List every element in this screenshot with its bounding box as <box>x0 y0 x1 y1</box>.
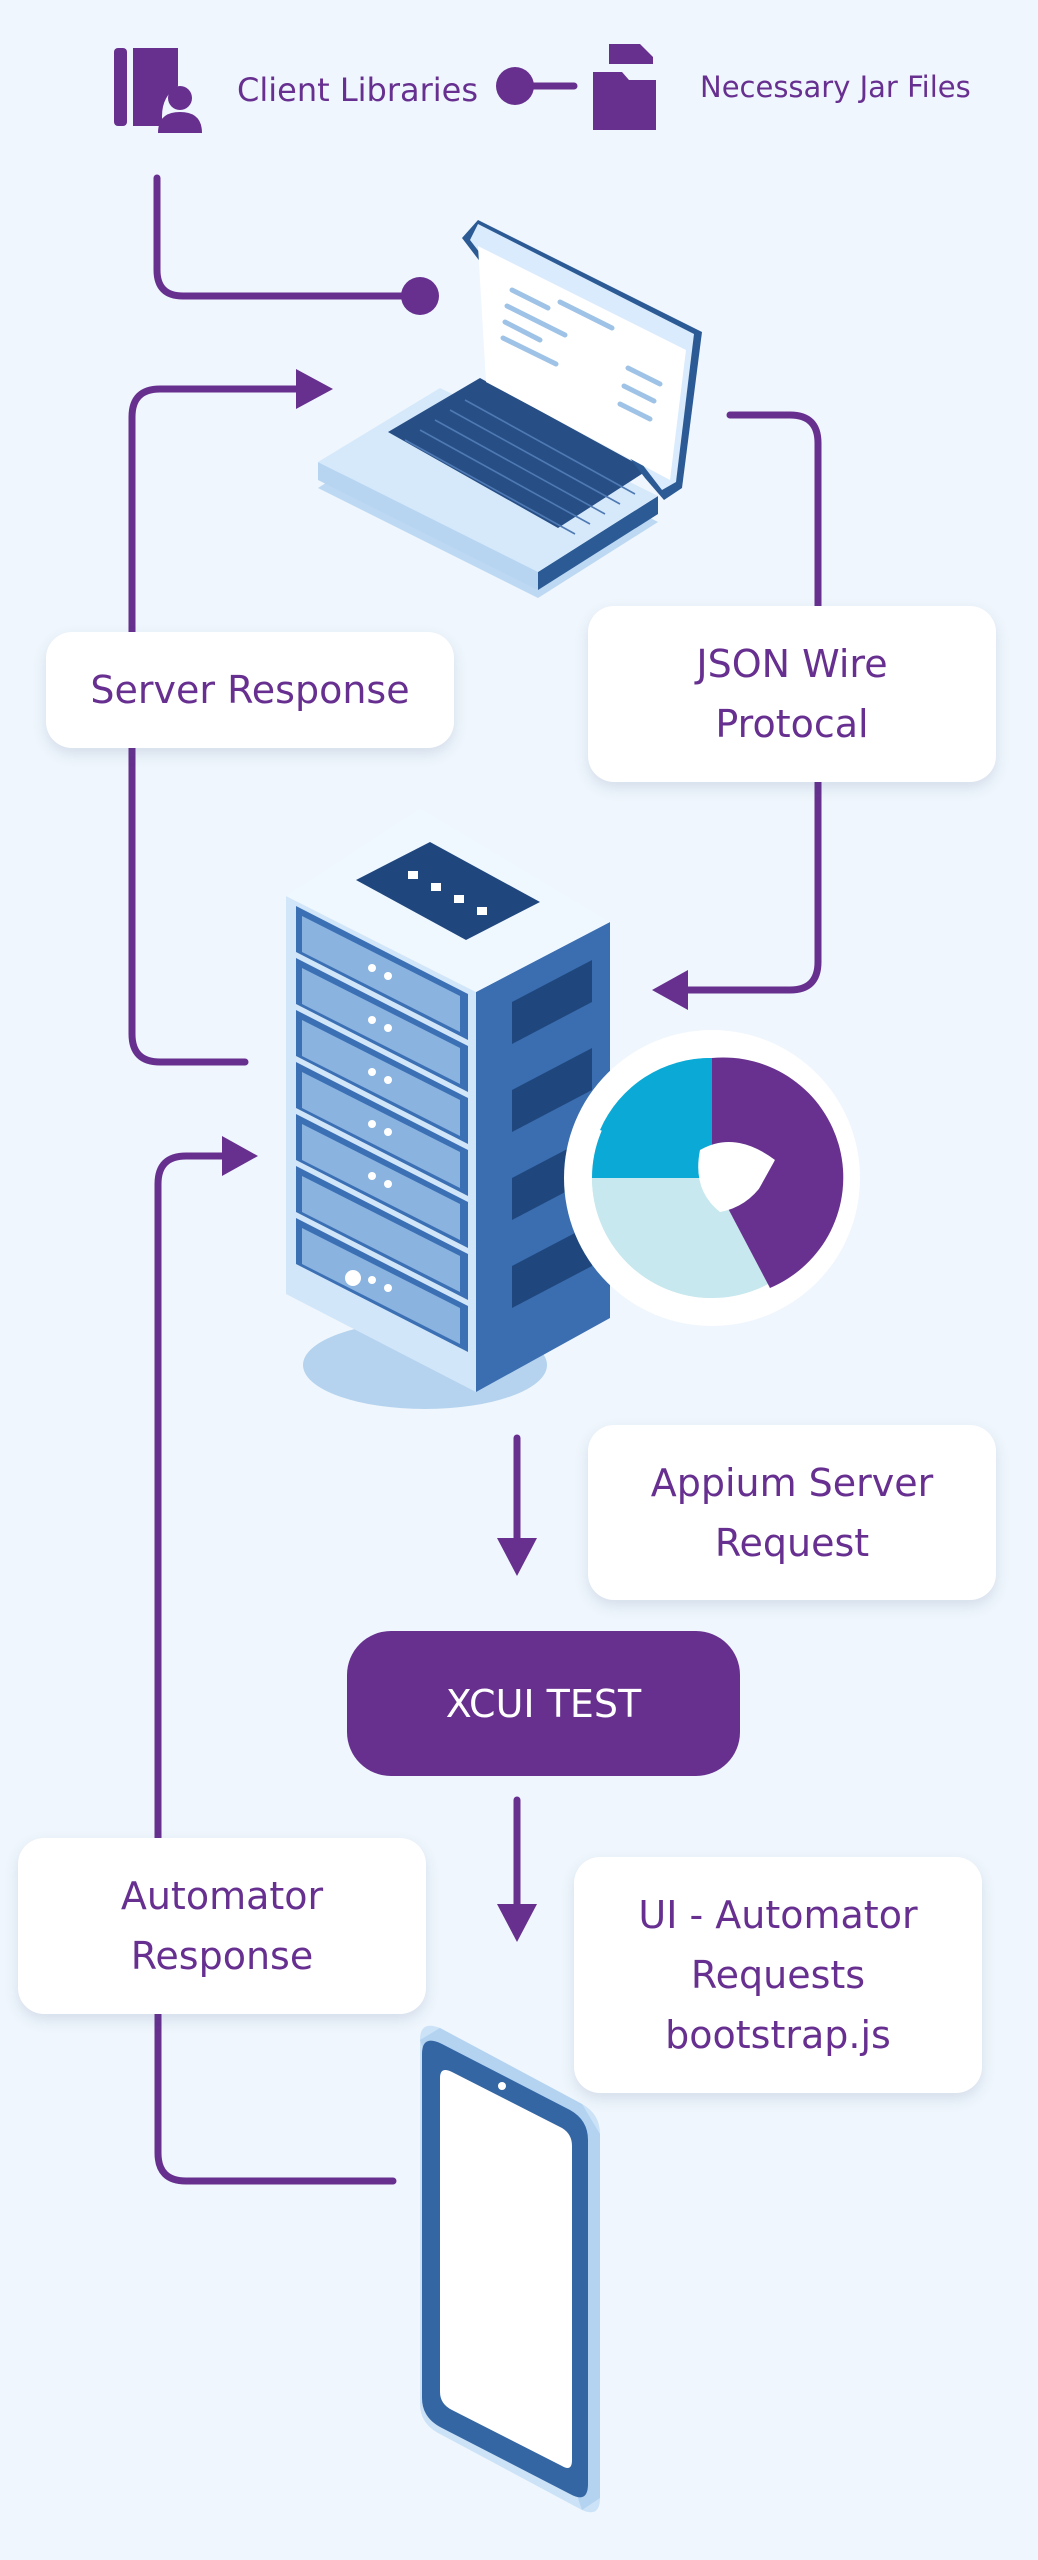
client-libraries-label: Client Libraries <box>237 71 479 109</box>
ui-automator-box: UI - Automator Requests bootstrap.js <box>574 1857 982 2093</box>
connector-dot-laptop <box>401 277 439 315</box>
arrowhead-to-xcui <box>497 1538 537 1576</box>
server-response-label: Server Response <box>90 668 410 712</box>
client-libraries-icon <box>114 48 202 133</box>
arrowhead-to-server-right <box>652 970 688 1010</box>
jar-files-label: Necessary Jar Files <box>700 70 971 104</box>
connector-dot-client <box>496 67 534 105</box>
connector-automator-response <box>154 1152 397 2185</box>
appium-logo-icon <box>564 1030 860 1326</box>
ui-automator-line-2: Requests <box>690 1953 866 1997</box>
json-wire-box: JSON Wire Protocal <box>588 606 996 782</box>
appium-request-line-1: Appium Server <box>650 1460 934 1505</box>
appium-request-box: Appium Server Request <box>588 1425 996 1600</box>
arrowhead-to-phone <box>497 1904 537 1942</box>
automator-response-box: Automator Response <box>18 1838 426 2014</box>
phone-icon <box>420 2025 600 2513</box>
arrowhead-to-laptop <box>296 369 333 409</box>
automator-response-line-2: Response <box>130 1934 314 1978</box>
appium-request-line-2: Request <box>714 1520 870 1565</box>
jar-files-icon <box>593 44 656 130</box>
server-rack-icon <box>286 808 610 1409</box>
xcui-test-box: XCUI TEST <box>347 1631 740 1776</box>
json-wire-line-1: JSON Wire <box>696 642 888 686</box>
json-wire-line-2: Protocal <box>715 702 869 746</box>
arrowhead-to-server-left <box>222 1136 258 1176</box>
connector-client-to-laptop <box>153 174 418 300</box>
automator-response-line-1: Automator <box>120 1874 324 1918</box>
laptop-icon <box>318 220 702 598</box>
server-response-box: Server Response <box>46 632 454 748</box>
ui-automator-line-1: UI - Automator <box>638 1893 918 1937</box>
ui-automator-line-3: bootstrap.js <box>665 2013 891 2057</box>
xcui-test-label: XCUI TEST <box>445 1681 642 1726</box>
